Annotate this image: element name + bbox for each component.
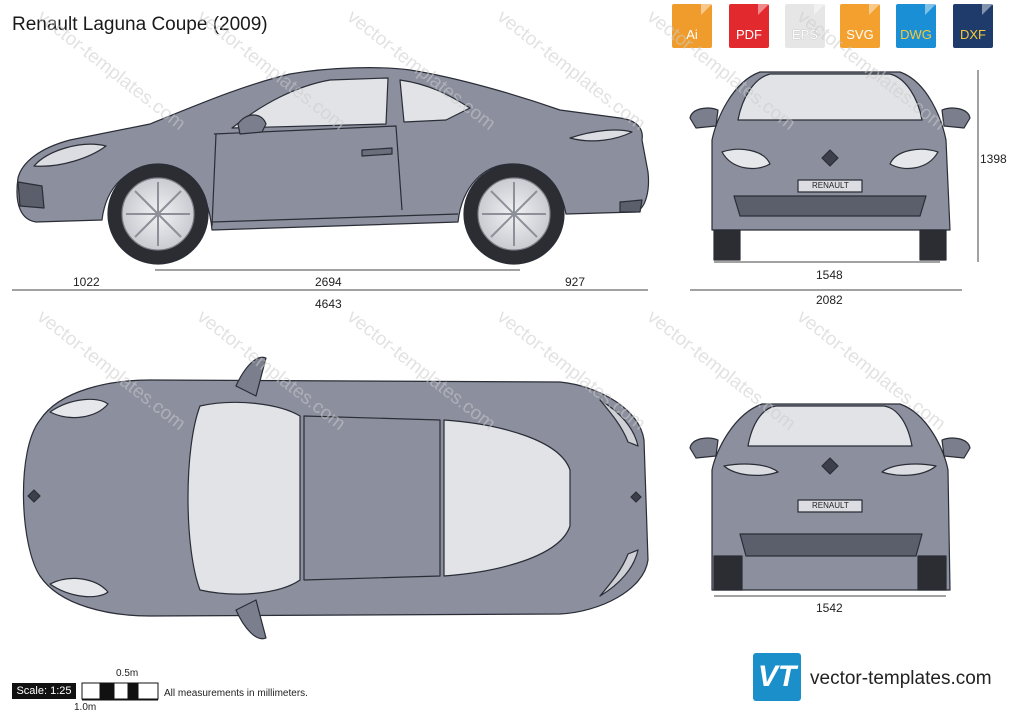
format-dwg-label: DWG bbox=[900, 27, 932, 42]
ai-fold bbox=[701, 4, 712, 15]
top-mirror-top bbox=[235, 356, 267, 397]
top-headlight-top bbox=[49, 398, 109, 419]
vt-logo[interactable]: VT bbox=[753, 653, 801, 701]
front-grille bbox=[733, 195, 927, 217]
format-ai-icon[interactable]: Ai bbox=[670, 4, 714, 50]
pdf-fold bbox=[758, 4, 769, 15]
front-plate bbox=[797, 179, 863, 193]
front-logo bbox=[821, 149, 839, 167]
side-front-spokes bbox=[126, 182, 190, 246]
rear-window bbox=[747, 405, 913, 447]
top-windshield bbox=[187, 401, 301, 595]
dim-rear-overhang: 927 bbox=[565, 275, 586, 289]
pdf-file-shape bbox=[729, 4, 769, 48]
eps-file-shape bbox=[785, 4, 825, 48]
format-eps-icon[interactable]: EPS bbox=[783, 4, 827, 50]
rear-logo bbox=[821, 457, 839, 475]
top-view bbox=[22, 356, 649, 640]
side-dimension-lines bbox=[12, 70, 979, 291]
rear-taillight-left bbox=[723, 463, 779, 476]
rear-lower-right bbox=[917, 555, 947, 591]
side-rear-spokes bbox=[482, 182, 546, 246]
top-taillight-bottom bbox=[599, 549, 639, 597]
dwg-file-shape bbox=[896, 4, 936, 48]
scale-bar-graphic bbox=[81, 682, 159, 701]
side-view bbox=[16, 67, 650, 265]
side-headlight bbox=[33, 143, 107, 167]
svg-file-shape bbox=[840, 4, 880, 48]
side-rear-window bbox=[399, 79, 471, 123]
top-mirror-bottom bbox=[235, 599, 267, 640]
top-roof bbox=[303, 415, 441, 581]
ai-file-shape bbox=[672, 4, 712, 48]
side-front-bumper bbox=[17, 181, 45, 209]
dim-front-track: 1548 bbox=[816, 268, 843, 282]
dxf-file-shape bbox=[953, 4, 993, 48]
dim-wheelbase: 2694 bbox=[315, 275, 342, 289]
front-mirror-left bbox=[689, 107, 719, 129]
front-badge-text: RENAULT bbox=[812, 181, 849, 190]
format-svg-icon[interactable]: SVG bbox=[838, 4, 882, 50]
eps-fold bbox=[814, 4, 825, 15]
dim-rear-track: 1542 bbox=[816, 601, 843, 615]
front-mirror-right bbox=[941, 107, 971, 129]
rear-lower-left bbox=[713, 555, 743, 591]
scale-label: Scale: 1:25 bbox=[12, 683, 76, 699]
front-view bbox=[689, 71, 971, 261]
dwg-fold bbox=[925, 4, 936, 15]
dim-length: 4643 bbox=[315, 297, 342, 311]
side-door-line bbox=[211, 125, 403, 227]
front-lower-left bbox=[713, 229, 741, 261]
rear-diffuser bbox=[739, 533, 923, 557]
measurement-note: All measurements in millimeters. bbox=[164, 688, 308, 699]
side-taillight bbox=[569, 129, 633, 142]
side-door-handle bbox=[361, 147, 393, 157]
dxf-fold bbox=[982, 4, 993, 15]
page-title: Renault Laguna Coupe (2009) bbox=[12, 14, 268, 35]
rear-view bbox=[689, 403, 971, 591]
scale-one-meter: 1.0m bbox=[74, 702, 97, 713]
top-headlight-bottom bbox=[49, 577, 109, 598]
scale-half-meter: 0.5m bbox=[116, 668, 139, 679]
front-lower-right bbox=[919, 229, 947, 261]
top-logo-front bbox=[27, 489, 41, 503]
top-logo-rear bbox=[630, 491, 642, 503]
format-ai-label: Ai bbox=[686, 27, 698, 42]
top-rear-window bbox=[443, 419, 571, 577]
format-dxf-icon[interactable]: DXF bbox=[951, 4, 995, 50]
format-dxf-label: DXF bbox=[960, 27, 986, 42]
dim-height: 1398 bbox=[980, 152, 1007, 166]
dim-width: 2082 bbox=[816, 293, 843, 307]
rear-plate-text: RENAULT bbox=[812, 501, 849, 510]
rear-taillight-right bbox=[881, 463, 937, 476]
rear-plate bbox=[797, 499, 863, 513]
format-dwg-icon[interactable]: DWG bbox=[894, 4, 938, 50]
side-mirror bbox=[237, 114, 267, 135]
format-eps-label: EPS bbox=[791, 27, 818, 42]
top-taillight-top bbox=[599, 399, 639, 447]
format-svg-label: SVG bbox=[846, 27, 874, 42]
dim-front-overhang: 1022 bbox=[73, 275, 100, 289]
front-headlight-right bbox=[889, 148, 939, 170]
front-windshield bbox=[737, 73, 923, 121]
rear-mirror-right bbox=[941, 437, 971, 459]
side-sill bbox=[211, 213, 459, 223]
svg-fold bbox=[869, 4, 880, 15]
format-pdf-icon[interactable]: PDF bbox=[727, 4, 771, 50]
site-link[interactable]: vector-templates.com bbox=[810, 668, 992, 689]
format-pdf-label: PDF bbox=[736, 27, 762, 42]
side-exhaust bbox=[619, 199, 643, 213]
front-headlight-left bbox=[721, 148, 771, 170]
rear-mirror-left bbox=[689, 437, 719, 459]
